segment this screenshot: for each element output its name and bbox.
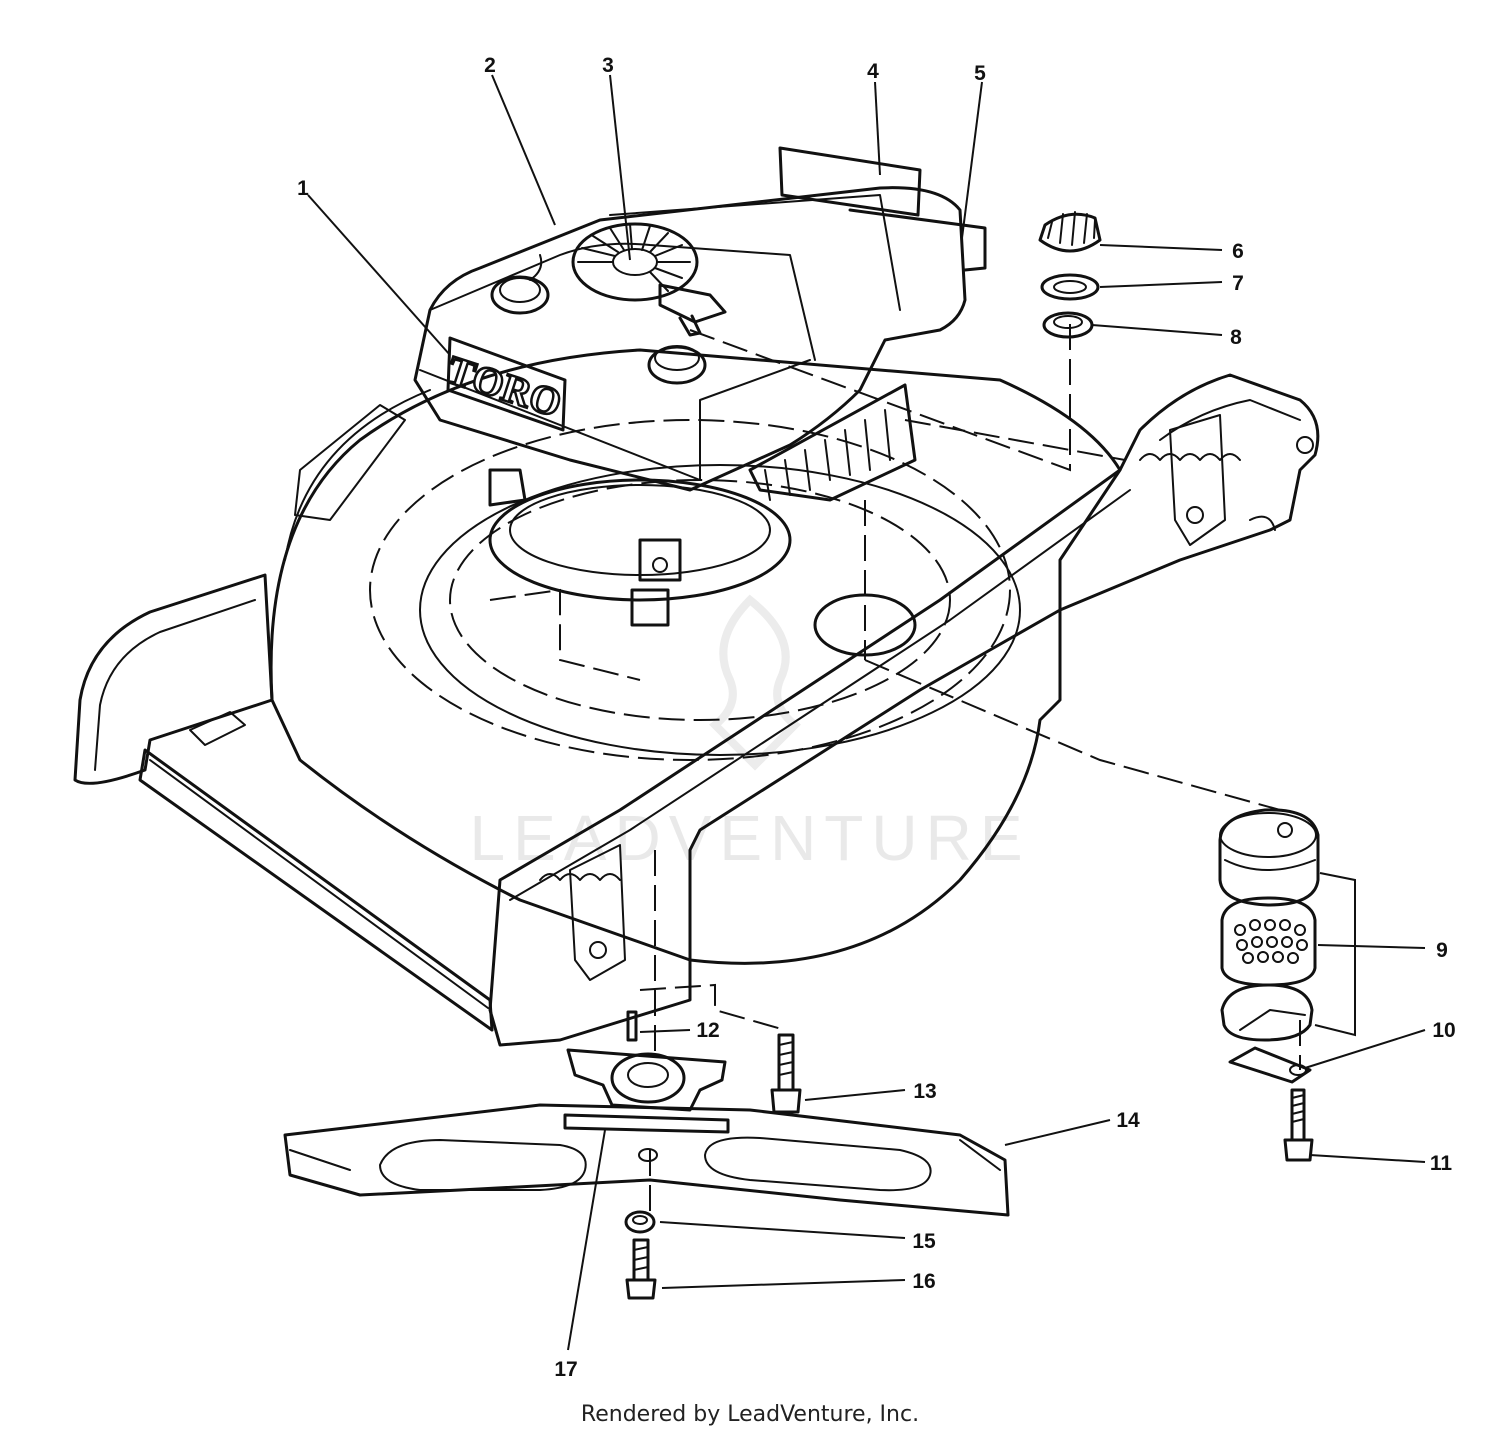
callout-5: 5 <box>974 62 986 85</box>
watermark: LEADVENTURE <box>470 594 1031 874</box>
decals <box>778 146 987 272</box>
callout-2: 2 <box>484 54 496 77</box>
callout-17: 17 <box>554 1358 577 1381</box>
engine: TORO <box>413 186 967 627</box>
callout-15: 15 <box>912 1230 936 1253</box>
blade-adapter <box>563 1048 730 1134</box>
gas-cap-parts <box>1038 211 1102 339</box>
leader-lines <box>307 74 1426 1351</box>
callout-9: 9 <box>1436 939 1448 962</box>
watermark-flame-icon <box>709 594 801 771</box>
callout-11: 11 <box>1430 1152 1453 1175</box>
callout-4: 4 <box>867 60 879 83</box>
callout-1: 1 <box>297 177 309 200</box>
callout-8: 8 <box>1230 326 1242 349</box>
bolt-11 <box>1283 1088 1314 1162</box>
callout-16: 16 <box>912 1270 935 1293</box>
bolt-13 <box>770 1033 802 1114</box>
callout-labels: 1 2 3 4 5 6 7 8 9 10 11 12 13 14 15 16 1… <box>297 54 1456 1381</box>
callout-6: 6 <box>1232 240 1244 263</box>
blade-washer <box>624 1210 656 1234</box>
mower-blade <box>283 1103 1010 1217</box>
callout-13: 13 <box>913 1080 936 1103</box>
roll-pin <box>626 1010 638 1042</box>
watermark-text: LEADVENTURE <box>470 802 1031 874</box>
air-cleaner <box>1218 808 1320 1084</box>
blade-bolt <box>625 1238 657 1300</box>
render-credit: Rendered by LeadVenture, Inc. <box>580 1402 920 1427</box>
callout-14: 14 <box>1116 1109 1140 1132</box>
callout-7: 7 <box>1232 272 1244 295</box>
mower-deck <box>73 348 1320 1047</box>
callout-12: 12 <box>696 1019 719 1042</box>
callout-10: 10 <box>1432 1019 1455 1042</box>
callout-3: 3 <box>602 54 614 77</box>
